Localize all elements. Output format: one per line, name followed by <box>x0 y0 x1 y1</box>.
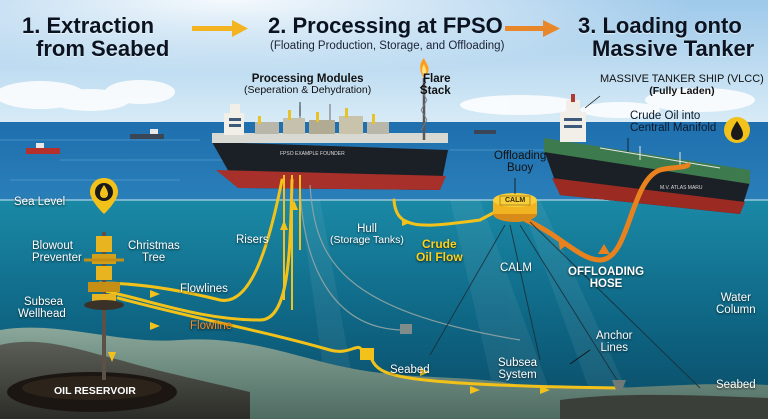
offloading-buoy-label: Offloading Buoy <box>494 150 546 174</box>
step3-line2: Massive Tanker <box>592 36 755 62</box>
water-column-line2: Column <box>716 304 756 317</box>
offloading-hose <box>523 162 691 263</box>
subsea-system-label: Subsea System <box>498 357 537 381</box>
subsea-wellhead-label: Subsea Wellhead <box>18 296 66 320</box>
christmas-tree-label: Christmas Tree <box>128 240 180 264</box>
step2-heading: 2. Processing at FPSO <box>268 13 503 38</box>
tanker-hull-name: M.V. ATLAS MARU <box>660 185 703 191</box>
water-column-label: Water Column <box>716 292 756 316</box>
oil-drop-icon <box>90 178 118 214</box>
flare-stack-line2: Stack <box>420 85 451 98</box>
subsea-wellhead-line2: Wellhead <box>18 308 66 321</box>
tanker-ship-title: MASSIVE TANKER SHIP (VLCC) <box>600 73 764 85</box>
blowout-preventer-label: Blowout Preventer <box>32 240 82 264</box>
flowline-label: Flowline <box>190 320 233 332</box>
tanker-ship-label: MASSIVE TANKER SHIP (VLCC) (Fully Laden) <box>600 73 764 97</box>
step2-subheading: (Floating Production, Storage, and Offlo… <box>270 40 505 52</box>
blowout-preventer-line2: Preventer <box>32 252 82 265</box>
fpso-vessel <box>212 58 448 190</box>
distant-ships <box>26 129 496 154</box>
processing-modules-title: Processing Modules <box>251 73 364 85</box>
step1-line2: from Seabed <box>36 36 170 62</box>
buoy-text: CALM <box>505 197 526 204</box>
subsea-wellhead-line1: Subsea <box>24 296 64 308</box>
hull-label: Hull (Storage Tanks) <box>330 223 404 246</box>
christmas-tree-line1: Christmas <box>128 240 180 252</box>
offloading-hose-line1: OFFLOADING <box>568 266 645 278</box>
arrow-right-icon-2 <box>505 20 560 37</box>
anchor-lines-line1: Anchor <box>596 330 633 342</box>
calm-buoy <box>493 193 537 222</box>
fpso-hull-name: FPSO EXAMPLE FOUNDER <box>280 151 345 157</box>
seabed-label-mid: Seabed <box>390 364 430 376</box>
offloading-hose-label: OFFLOADING HOSE <box>568 266 644 290</box>
hull-title: Hull <box>357 223 377 235</box>
processing-modules-sub: (Seperation & Dehydration) <box>244 84 372 97</box>
anchor-lines-line2: Lines <box>600 342 628 355</box>
risers-label: Risers <box>236 234 269 246</box>
anchor-lines-label: Anchor Lines <box>596 330 632 354</box>
step3-heading: 3. Loading onto Massive Tanker <box>578 14 754 60</box>
flare-stack-label: Flare Stack <box>420 73 451 97</box>
sea-level-label: Sea Level <box>14 196 66 208</box>
offloading-buoy-line2: Buoy <box>507 162 534 175</box>
crude-oil-flow-label: Crude Oil Flow <box>416 238 463 263</box>
subsea-system-line1: Subsea <box>498 357 538 369</box>
tanker-ship-sub: (Fully Laden) <box>649 84 715 97</box>
step1-heading: 1. Extraction from Seabed <box>22 14 169 60</box>
processing-modules-label: Processing Modules (Seperation & Dehydra… <box>244 73 371 96</box>
crude-oil-flow-line2: Oil Flow <box>416 249 463 264</box>
oil-drop-icon-2 <box>724 117 750 143</box>
subsea-system-line2: System <box>498 369 537 382</box>
calm-label: CALM <box>500 262 532 274</box>
flowlines-label: Flowlines <box>180 283 228 295</box>
oil-reservoir-label: OIL RESERVOIR <box>54 385 136 397</box>
crude-manifold-label: Crude Oil into Centrall Manifold <box>630 110 716 134</box>
crude-manifold-line1: Crude Oil into <box>630 110 701 122</box>
step1-line1: 1. Extraction <box>22 13 155 38</box>
step3-line1: 3. Loading onto <box>578 13 742 38</box>
arrow-right-icon-1 <box>192 20 248 37</box>
flare-stack-line1: Flare <box>423 73 451 85</box>
hull-sub: (Storage Tanks) <box>330 234 404 247</box>
water-column-line1: Water <box>720 292 751 304</box>
crude-oil-flow-line1: Crude <box>422 237 457 251</box>
flowline-pipes <box>98 178 622 390</box>
clouds <box>0 80 755 118</box>
seabed-label-right: Seabed <box>716 379 756 391</box>
offloading-buoy-line1: Offloading <box>494 150 547 162</box>
offloading-hose-line2: HOSE <box>589 278 623 291</box>
crude-manifold-line2: Centrall Manifold <box>630 122 717 135</box>
blowout-preventer-line1: Blowout <box>32 240 73 252</box>
christmas-tree-structure <box>84 232 124 380</box>
christmas-tree-line2: Tree <box>142 252 166 265</box>
